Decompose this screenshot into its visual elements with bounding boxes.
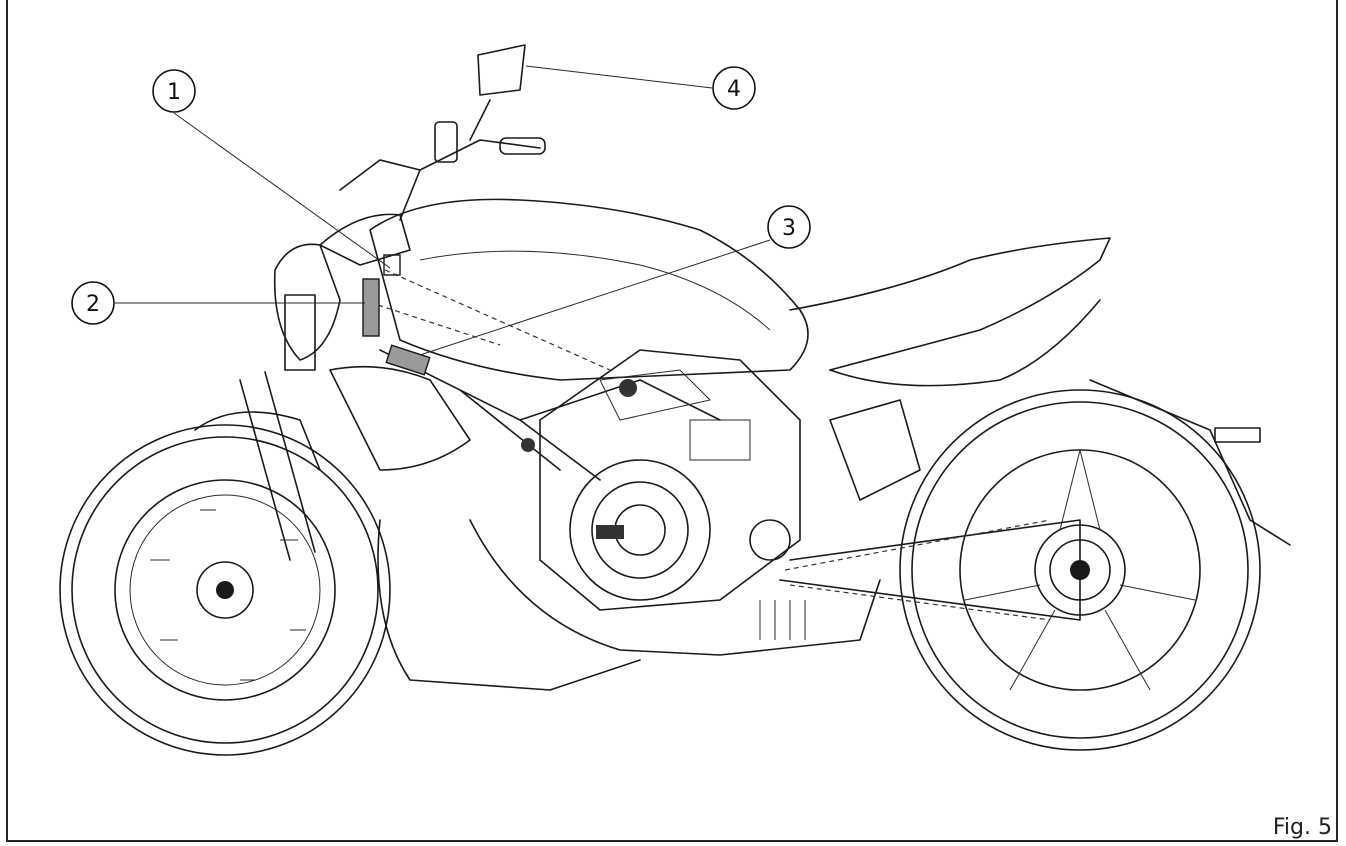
fuel-tank — [329, 198, 809, 471]
callout-4: 4 — [712, 66, 756, 110]
callout-number: 4 — [727, 77, 741, 102]
front-fairing — [273, 159, 421, 361]
front-fork — [194, 294, 321, 561]
front-wheel — [59, 424, 391, 756]
figure-label: Fig. 5 — [1272, 815, 1332, 840]
leader-line-1 — [173, 112, 391, 269]
highlight-label-1 — [383, 254, 401, 276]
engine — [521, 349, 801, 611]
callout-1: 1 — [152, 69, 196, 113]
callout-number: 3 — [782, 216, 796, 241]
highlight-label-2 — [362, 278, 380, 337]
figure-frame — [6, 0, 1338, 842]
trellis-frame — [377, 269, 721, 481]
leader-line-3 — [419, 239, 771, 356]
callout-number: 2 — [86, 292, 100, 317]
leader-line-4 — [525, 65, 713, 89]
seat-tail — [789, 237, 1291, 546]
swingarm-chain — [779, 399, 1081, 621]
callout-3: 3 — [767, 205, 811, 249]
handlebar — [419, 44, 546, 171]
callout-2: 2 — [71, 281, 115, 325]
highlight-label-3 — [385, 344, 431, 376]
exhaust — [377, 519, 881, 691]
rear-wheel — [899, 389, 1261, 751]
callout-number: 1 — [167, 80, 181, 105]
